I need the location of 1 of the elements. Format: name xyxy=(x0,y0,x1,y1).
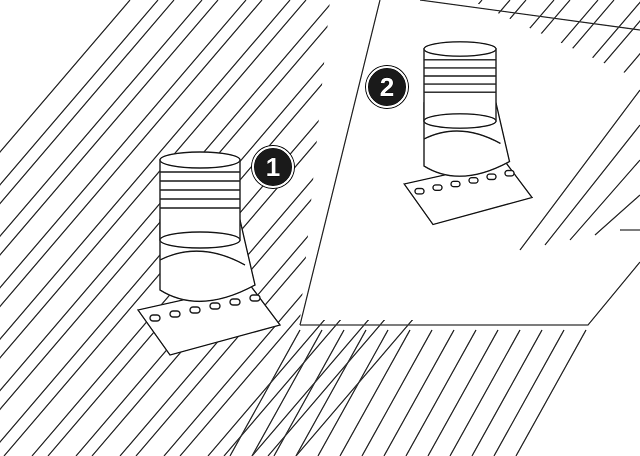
callout-number: 1 xyxy=(252,146,294,188)
